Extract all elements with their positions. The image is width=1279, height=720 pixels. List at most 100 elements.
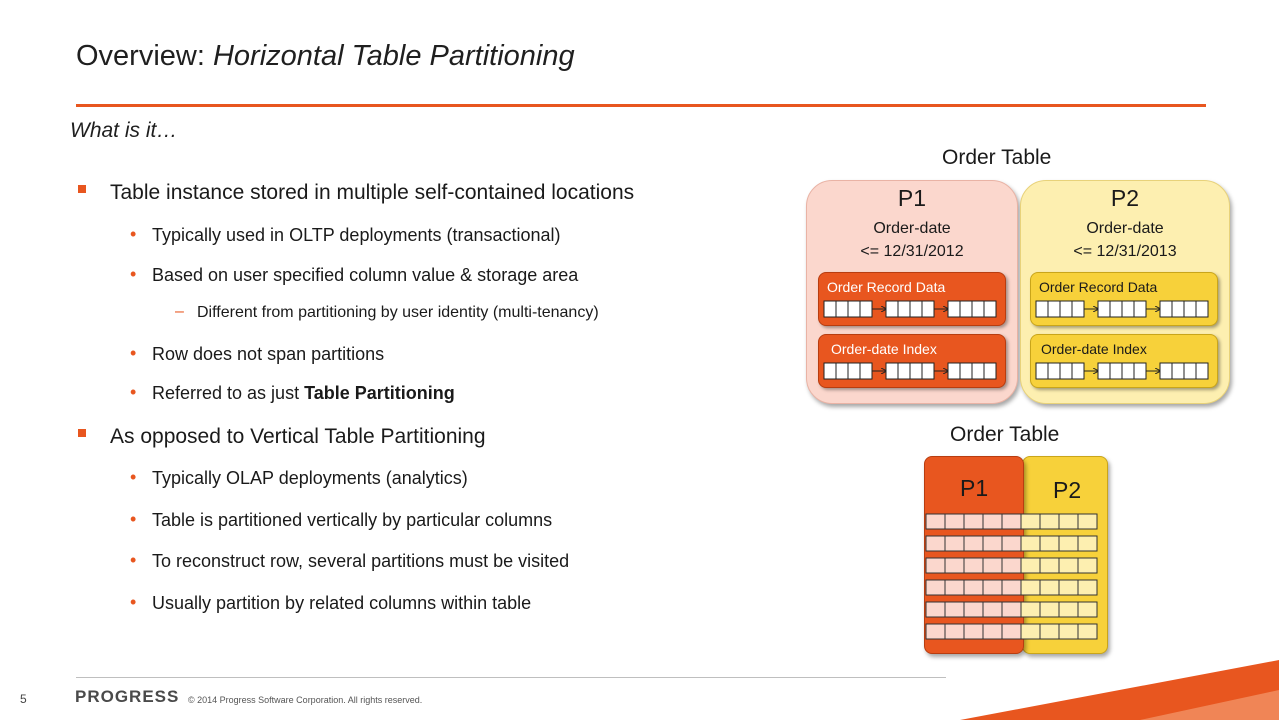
dot-bullet-icon: • [130,264,137,284]
vertical-p2-cell [1039,601,1060,618]
partition-p1-line1: Order-date [873,220,951,237]
vertical-p1-cell [982,535,1003,552]
bullet-2-2: •Table is partitioned vertically by part… [130,509,553,530]
vertical-p2-cell [1077,579,1098,596]
copyright-text: © 2014 Progress Software Corporation. Al… [188,695,423,705]
diagram-bottom-label: Order Table [950,423,1060,446]
vertical-p2-cell [1077,623,1098,640]
page-number: 5 [20,692,27,706]
corner-decoration [960,660,1279,720]
partition-p2-line1: Order-date [1086,220,1164,237]
vertical-p1-cell [944,579,965,596]
vertical-p1-cell [1001,579,1022,596]
p2-index-strip-cell [1195,362,1209,380]
vertical-p1-cell [963,557,984,574]
dot-bullet-icon: • [130,509,137,529]
vertical-p1-cell [963,601,984,618]
vertical-p1-cell [944,513,965,530]
vertical-p1-cell [982,601,1003,618]
title-divider [76,104,1206,107]
p1-index-label: Order-date Index [831,341,937,357]
vertical-p2-cell [1020,513,1041,530]
vertical-p1-cell [982,513,1003,530]
vertical-p1-cell [963,513,984,530]
vertical-p1-cell [982,623,1003,640]
bullet-1-4: •Referred to as just Table Partitioning [130,382,455,403]
vertical-p1-cell [944,535,965,552]
vertical-p2-cell [1039,513,1060,530]
diagram-top-label: Order Table [942,146,1052,169]
bullet-1-2: •Based on user specified column value & … [130,264,579,285]
vertical-p1-cell [944,557,965,574]
vertical-p2-cell [1058,623,1079,640]
partition-p1-line2: <= 12/31/2012 [860,243,964,260]
p1-record-strip-cell [983,300,997,318]
p2-record-label: Order Record Data [1039,279,1158,295]
vertical-p1-cell [963,623,984,640]
bullet-1-3: •Row does not span partitions [130,343,385,364]
slide-subtitle: What is it… [70,119,178,142]
vertical-p2-name: P2 [1053,477,1082,503]
vertical-p1-cell [1001,623,1022,640]
dot-bullet-icon: • [130,224,137,244]
dot-bullet-icon: • [130,343,137,363]
partition-p1-name: P1 [897,185,927,211]
partition-p2-line2: <= 12/31/2013 [1073,243,1177,260]
p2-record-strip-cell [1195,300,1209,318]
vertical-p1-name: P1 [960,475,989,501]
slide-title: Overview: Horizontal Table Partitioning [76,40,575,73]
title-italic: Horizontal Table Partitioning [212,40,575,72]
p2-index-label: Order-date Index [1041,341,1147,357]
vertical-p1-cell [982,557,1003,574]
vertical-p2-cell [1058,557,1079,574]
dot-bullet-icon: • [130,467,137,487]
vertical-p2-cell [1058,535,1079,552]
vertical-p2-cell [1020,623,1041,640]
vertical-p1-cell [1001,601,1022,618]
vertical-p1-cell [925,557,946,574]
p1-record-label: Order Record Data [827,279,946,295]
vertical-p2-column: P2 [1022,456,1108,654]
vertical-p1-cell [1001,513,1022,530]
dash-bullet-icon: – [175,303,184,320]
bullet-2-1: •Typically OLAP deployments (analytics) [130,467,468,488]
vertical-p1-cell [963,535,984,552]
square-bullet-icon [78,429,86,437]
vertical-p2-cell [1039,623,1060,640]
vertical-p1-column: P1 [924,456,1024,654]
progress-logo: PROGRESS [75,687,180,706]
vertical-p2-cell [1020,601,1041,618]
vertical-p1-cell [925,579,946,596]
bullet-2: As opposed to Vertical Table Partitionin… [78,425,486,449]
vertical-p2-cell [1077,601,1098,618]
vertical-p1-cell [1001,535,1022,552]
vertical-p1-cell [925,535,946,552]
bullet-1-1: •Typically used in OLTP deployments (tra… [130,224,561,245]
vertical-p1-cell [944,601,965,618]
bullet-1-2-1: –Different from partitioning by user ide… [175,303,599,321]
vertical-p2-cell [1039,535,1060,552]
dot-bullet-icon: • [130,382,137,402]
vertical-p2-cell [1020,579,1041,596]
vertical-p2-cell [1039,557,1060,574]
bullet-2-3: •To reconstruct row, several partitions … [130,550,570,571]
dot-bullet-icon: • [130,592,137,612]
vertical-p2-cell [1058,601,1079,618]
vertical-p1-cell [925,513,946,530]
bullet-2-4: •Usually partition by related columns wi… [130,592,532,613]
vertical-p2-cell [1077,535,1098,552]
vertical-p2-cell [1020,557,1041,574]
vertical-p2-cell [1058,513,1079,530]
vertical-p2-cell [1020,535,1041,552]
vertical-p1-cell [925,601,946,618]
vertical-p1-cell [982,579,1003,596]
square-bullet-icon [78,185,86,193]
vertical-p2-cell [1039,579,1060,596]
vertical-p2-cell [1058,579,1079,596]
p1-index-strip-cell [983,362,997,380]
dot-bullet-icon: • [130,550,137,570]
footer-divider [76,677,946,678]
vertical-p1-cell [944,623,965,640]
